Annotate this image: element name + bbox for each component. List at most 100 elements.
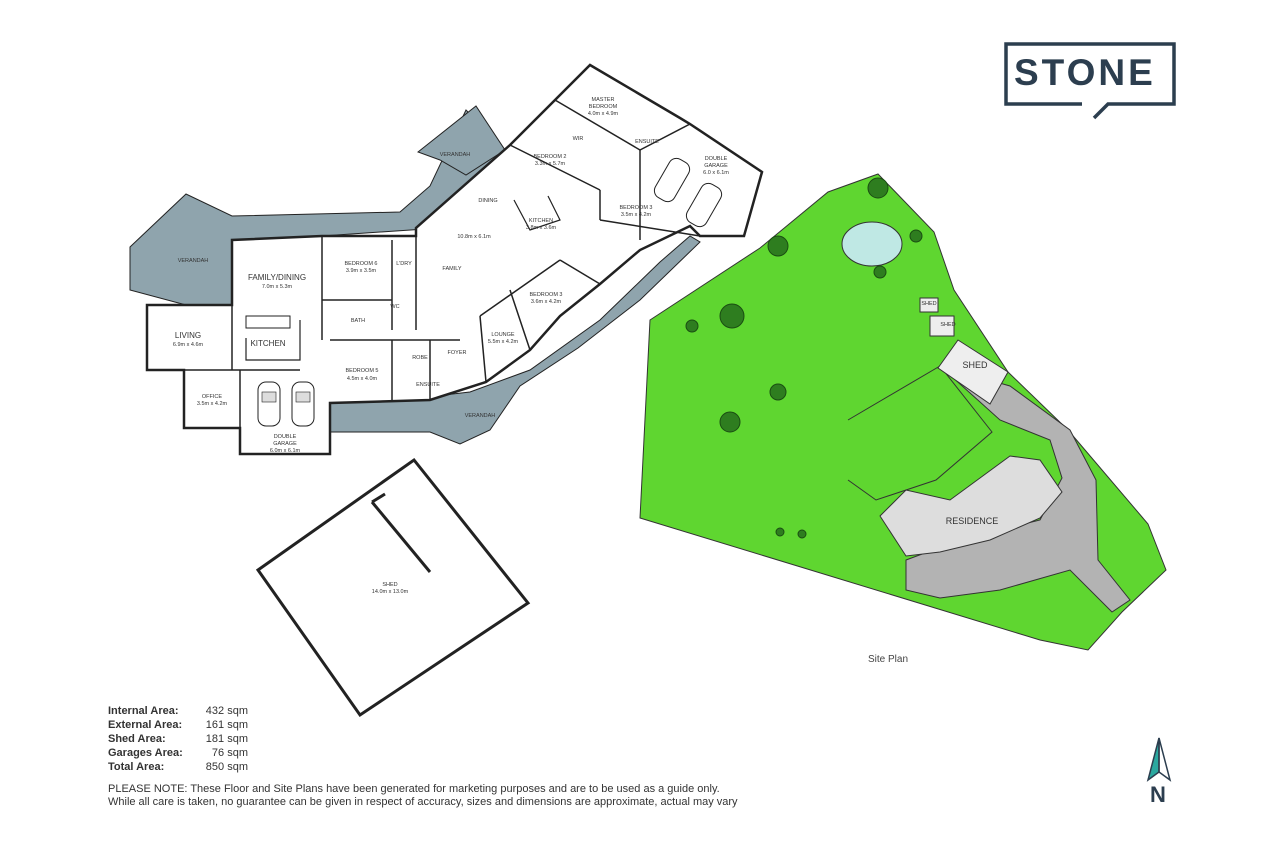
label-garage-e2: GARAGE [704, 163, 728, 169]
label-verandah-n: VERANDAH [440, 152, 471, 158]
brand-name: STONE [1014, 52, 1156, 93]
site-plan: RESIDENCE SHED SHED SHED [639, 173, 1167, 651]
area-row: Shed Area:181 sqm [108, 733, 248, 745]
label-dining: DINING [478, 198, 497, 204]
label-kitchen: KITCHEN [250, 339, 285, 348]
tree-icon [719, 411, 741, 433]
area-row: Internal Area:432 sqm [108, 705, 248, 717]
shed-inner-wall [370, 501, 432, 573]
label-bedroom5-dim: 4.5m x 4.0m [347, 376, 378, 382]
label-garage-w: DOUBLE [274, 434, 297, 440]
label-master-dim: 4.0m x 4.9m [588, 111, 619, 117]
tree-icon [873, 265, 887, 279]
label-site-shed-small: SHED [940, 322, 955, 328]
label-living: LIVING [175, 331, 201, 340]
car-icon [653, 157, 691, 203]
label-garage-e: DOUBLE [705, 156, 728, 162]
label-site-shed: SHED [962, 360, 988, 370]
label-foyer: FOYER [448, 350, 467, 356]
label-lounge-dim: 5.5m x 4.2m [488, 339, 519, 345]
tree-icon [775, 527, 785, 537]
label-verandah-nw: VERANDAH [178, 258, 209, 264]
label-bedroom2: BEDROOM 2 [533, 154, 566, 160]
label-bedroom2-dim: 3.3m x 5.7m [535, 161, 566, 167]
tree-icon [769, 383, 787, 401]
car-icon [291, 381, 315, 427]
verandah-north [416, 105, 506, 176]
label-kitchen2-dim: 3.8m x 3.6m [526, 225, 557, 231]
car-icon [257, 381, 281, 427]
label-garage-w2: GARAGE [273, 441, 297, 447]
label-bedroom3a: BEDROOM 3 [529, 292, 562, 298]
interior-walls [184, 99, 701, 428]
north-arrow-icon [1146, 737, 1172, 782]
label-office-dim: 3.5m x 4.2m [197, 401, 228, 407]
site-shed-small [929, 315, 955, 337]
shed-plan: SHED 14.0m x 13.0m [255, 457, 531, 718]
label-family-dining: FAMILY/DINING [248, 273, 306, 282]
label-bedroom6: BEDROOM 6 [344, 261, 377, 267]
label-bedroom3b-dim: 3.5m x 4.2m [621, 212, 652, 218]
label-garage-w-dim: 6.0m x 6.1m [270, 448, 301, 454]
area-row: Garages Area:76 sqm [108, 747, 248, 759]
label-living-dim: 6.9m x 4.6m [173, 342, 204, 348]
inner-boundary [847, 365, 993, 501]
pool [841, 221, 903, 267]
site-shed [937, 339, 1009, 405]
driveway [905, 365, 1131, 613]
label-shed: SHED [382, 582, 397, 588]
north-label: N [1150, 782, 1166, 807]
disclaimer: PLEASE NOTE: These Floor and Site Plans … [108, 783, 928, 809]
label-lounge: LOUNGE [491, 332, 515, 338]
car-icon [685, 182, 723, 228]
tree-icon [797, 529, 807, 539]
floor-plan: VERANDAH VERANDAH VERANDAH FAMILY/DINING… [129, 63, 764, 456]
label-wc: WC [390, 304, 399, 310]
tree-icon [719, 303, 745, 329]
label-bedroom3a-dim: 3.6m x 4.2m [531, 299, 562, 305]
kitchen-island [245, 315, 291, 329]
label-robe: ROBE [412, 355, 428, 361]
label-master2: BEDROOM [589, 104, 618, 110]
tree-icon [867, 177, 889, 199]
label-family-dining-dim: 7.0m x 5.3m [262, 284, 293, 290]
label-garage-e-dim: 6.0 x 6.1m [703, 170, 729, 176]
label-master: MASTER [592, 97, 615, 103]
tree-icons [685, 177, 923, 539]
label-ldry: L'DRY [396, 261, 412, 267]
label-wir: WIR [573, 136, 584, 142]
brand-logo [1004, 42, 1176, 120]
residence-roof [879, 455, 1063, 557]
label-kitchen2: KITCHEN [529, 218, 553, 224]
tree-icon [909, 229, 923, 243]
label-site-shed-tiny: SHED [921, 301, 936, 307]
label-bath: BATH [351, 318, 365, 324]
label-ensuite: ENSUITE [416, 382, 440, 388]
label-family: FAMILY [442, 266, 461, 272]
kitchen-bench [245, 320, 301, 361]
label-shed-dim: 14.0m x 13.0m [372, 589, 409, 595]
tree-icon [685, 319, 699, 333]
shed-outline [255, 457, 531, 718]
tree-icon [767, 235, 789, 257]
disclaimer-line2: While all care is taken, no guarantee ca… [108, 796, 738, 808]
label-dining-dim: 10.8m x 6.1m [457, 234, 491, 240]
label-residence: RESIDENCE [946, 516, 999, 526]
label-ensuite2: ENSUITE [635, 139, 659, 145]
room-labels: VERANDAH VERANDAH VERANDAH FAMILY/DINING… [173, 97, 729, 454]
kitchen2-bench [513, 195, 561, 231]
site-shed-tiny [919, 297, 939, 313]
label-bedroom5: BEDROOM 5 [345, 368, 378, 374]
label-verandah-s: VERANDAH [465, 413, 496, 419]
label-bedroom6-dim: 3.9m x 3.5m [346, 268, 377, 274]
label-bedroom3b: BEDROOM 3 [619, 205, 652, 211]
site-plan-title: Site Plan [868, 654, 909, 665]
label-office: OFFICE [202, 394, 222, 400]
area-row: Total Area:850 sqm [108, 761, 248, 773]
verandah-south [329, 235, 701, 445]
disclaimer-line1: PLEASE NOTE: These Floor and Site Plans … [108, 783, 720, 795]
area-row: External Area:161 sqm [108, 719, 248, 731]
house-outline [145, 63, 764, 456]
area-summary: Internal Area:432 sqm External Area:161 … [108, 704, 248, 774]
